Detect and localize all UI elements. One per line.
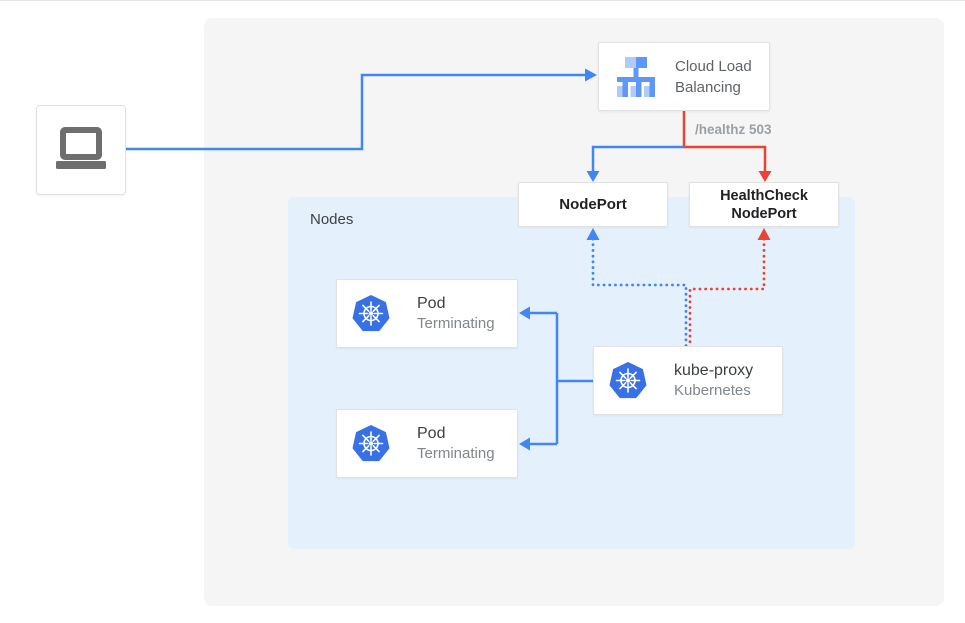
- load-balancer-icon: [617, 56, 655, 97]
- pod-status: Terminating: [417, 315, 495, 332]
- kube-proxy-title: kube-proxy: [674, 362, 754, 379]
- cloud-load-balancing-label: Cloud Load Balancing: [675, 57, 752, 96]
- pod-title: Pod: [417, 295, 446, 312]
- healthz-status-label: /healthz 503: [695, 122, 772, 137]
- client-node: [36, 105, 126, 195]
- healthcheck-nodeport-node: HealthCheck NodePort: [689, 182, 839, 227]
- kube-proxy-node: kube-proxy Kubernetes: [593, 346, 783, 415]
- laptop-icon: [56, 127, 106, 169]
- nodes-group-label: Nodes: [310, 211, 354, 228]
- healthcheck-nodeport-label-line2: NodePort: [731, 205, 797, 222]
- pod-node-2: Pod Terminating: [336, 409, 518, 478]
- nodeport-label: NodePort: [559, 196, 627, 213]
- healthcheck-nodeport-label-line1: HealthCheck: [720, 187, 808, 204]
- pod-node-1: Pod Terminating: [336, 279, 518, 348]
- kubernetes-icon: [352, 424, 390, 461]
- pod-status: Terminating: [417, 445, 495, 462]
- pod-title: Pod: [417, 425, 446, 442]
- kubernetes-icon: [609, 361, 647, 398]
- kube-proxy-subtitle: Kubernetes: [674, 382, 751, 399]
- kubernetes-icon: [352, 294, 390, 331]
- cloud-load-balancing-node: Cloud Load Balancing: [598, 42, 770, 111]
- nodeport-node: NodePort: [518, 182, 668, 227]
